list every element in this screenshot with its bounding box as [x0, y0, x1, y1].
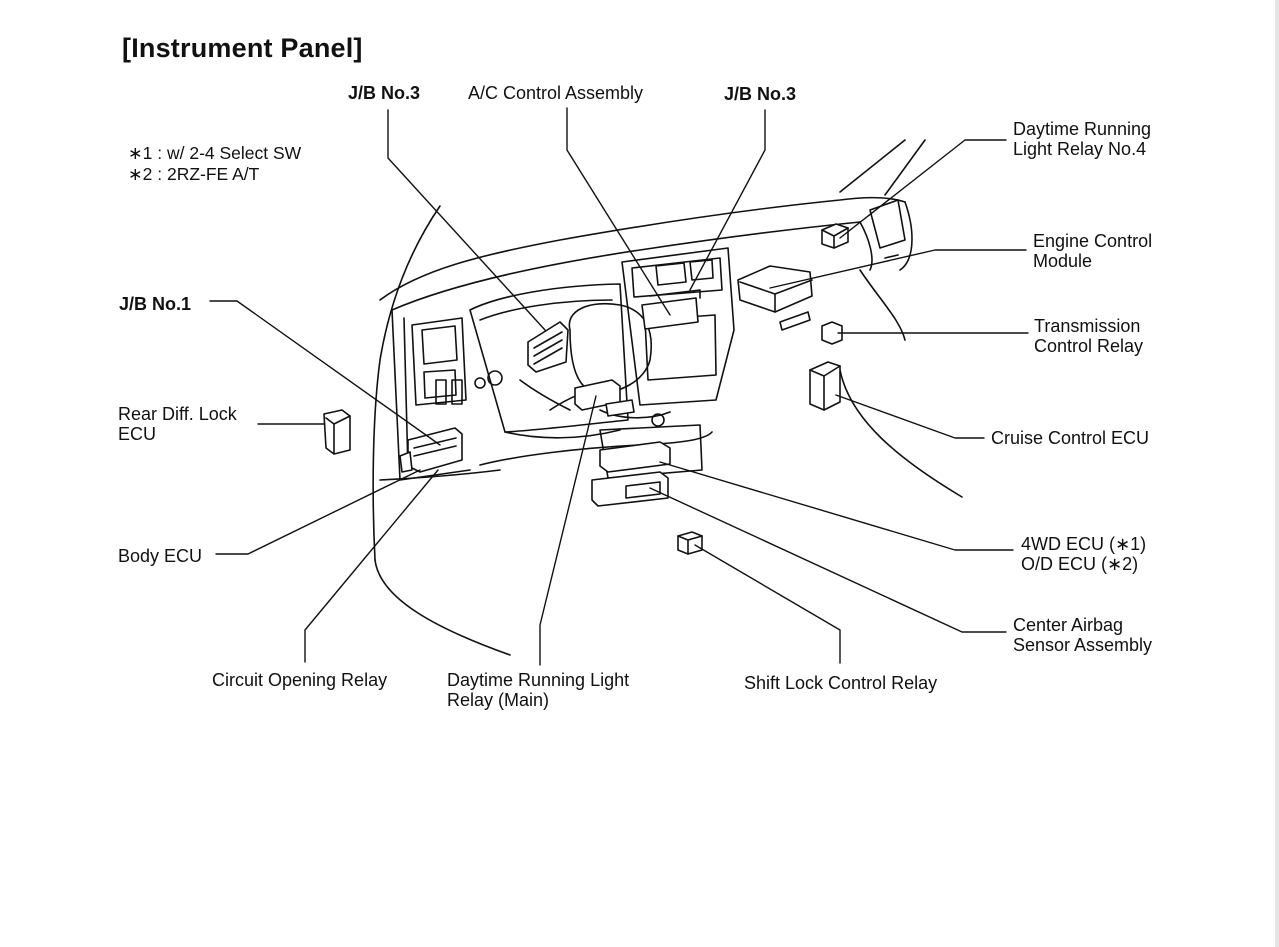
page-edge — [1275, 0, 1279, 947]
label-body-ecu: Body ECU — [118, 546, 203, 566]
footnote-1: ∗1 : w/ 2-4 Select SW — [128, 143, 302, 163]
label-ac-control-assembly: A/C Control Assembly — [468, 83, 644, 103]
footnotes: ∗1 : w/ 2-4 Select SW ∗2 : 2RZ-FE A/T — [128, 143, 301, 185]
glovebox-area — [779, 199, 906, 331]
components — [323, 223, 849, 555]
label-jb-no1: J/B No.1 — [119, 294, 192, 314]
gauge-cluster — [411, 283, 629, 433]
label-shift-lock-control-relay: Shift Lock Control Relay — [744, 673, 938, 693]
label-jb-no3-right: J/B No.3 — [724, 84, 797, 104]
label-jb-no3-left: J/B No.3 — [348, 83, 421, 103]
diagram-title: [Instrument Panel] — [122, 33, 363, 63]
label-circuit-opening-relay: Circuit Opening Relay — [212, 670, 388, 690]
leader-lines — [209, 107, 1029, 666]
footnote-2: ∗2 : 2RZ-FE A/T — [128, 164, 260, 184]
label-4wd-od-ecu: 4WD ECU (∗1)O/D ECU (∗2) — [1021, 534, 1147, 574]
label-cruise-control-ecu: Cruise Control ECU — [991, 428, 1150, 448]
dashboard-outline — [372, 139, 963, 656]
